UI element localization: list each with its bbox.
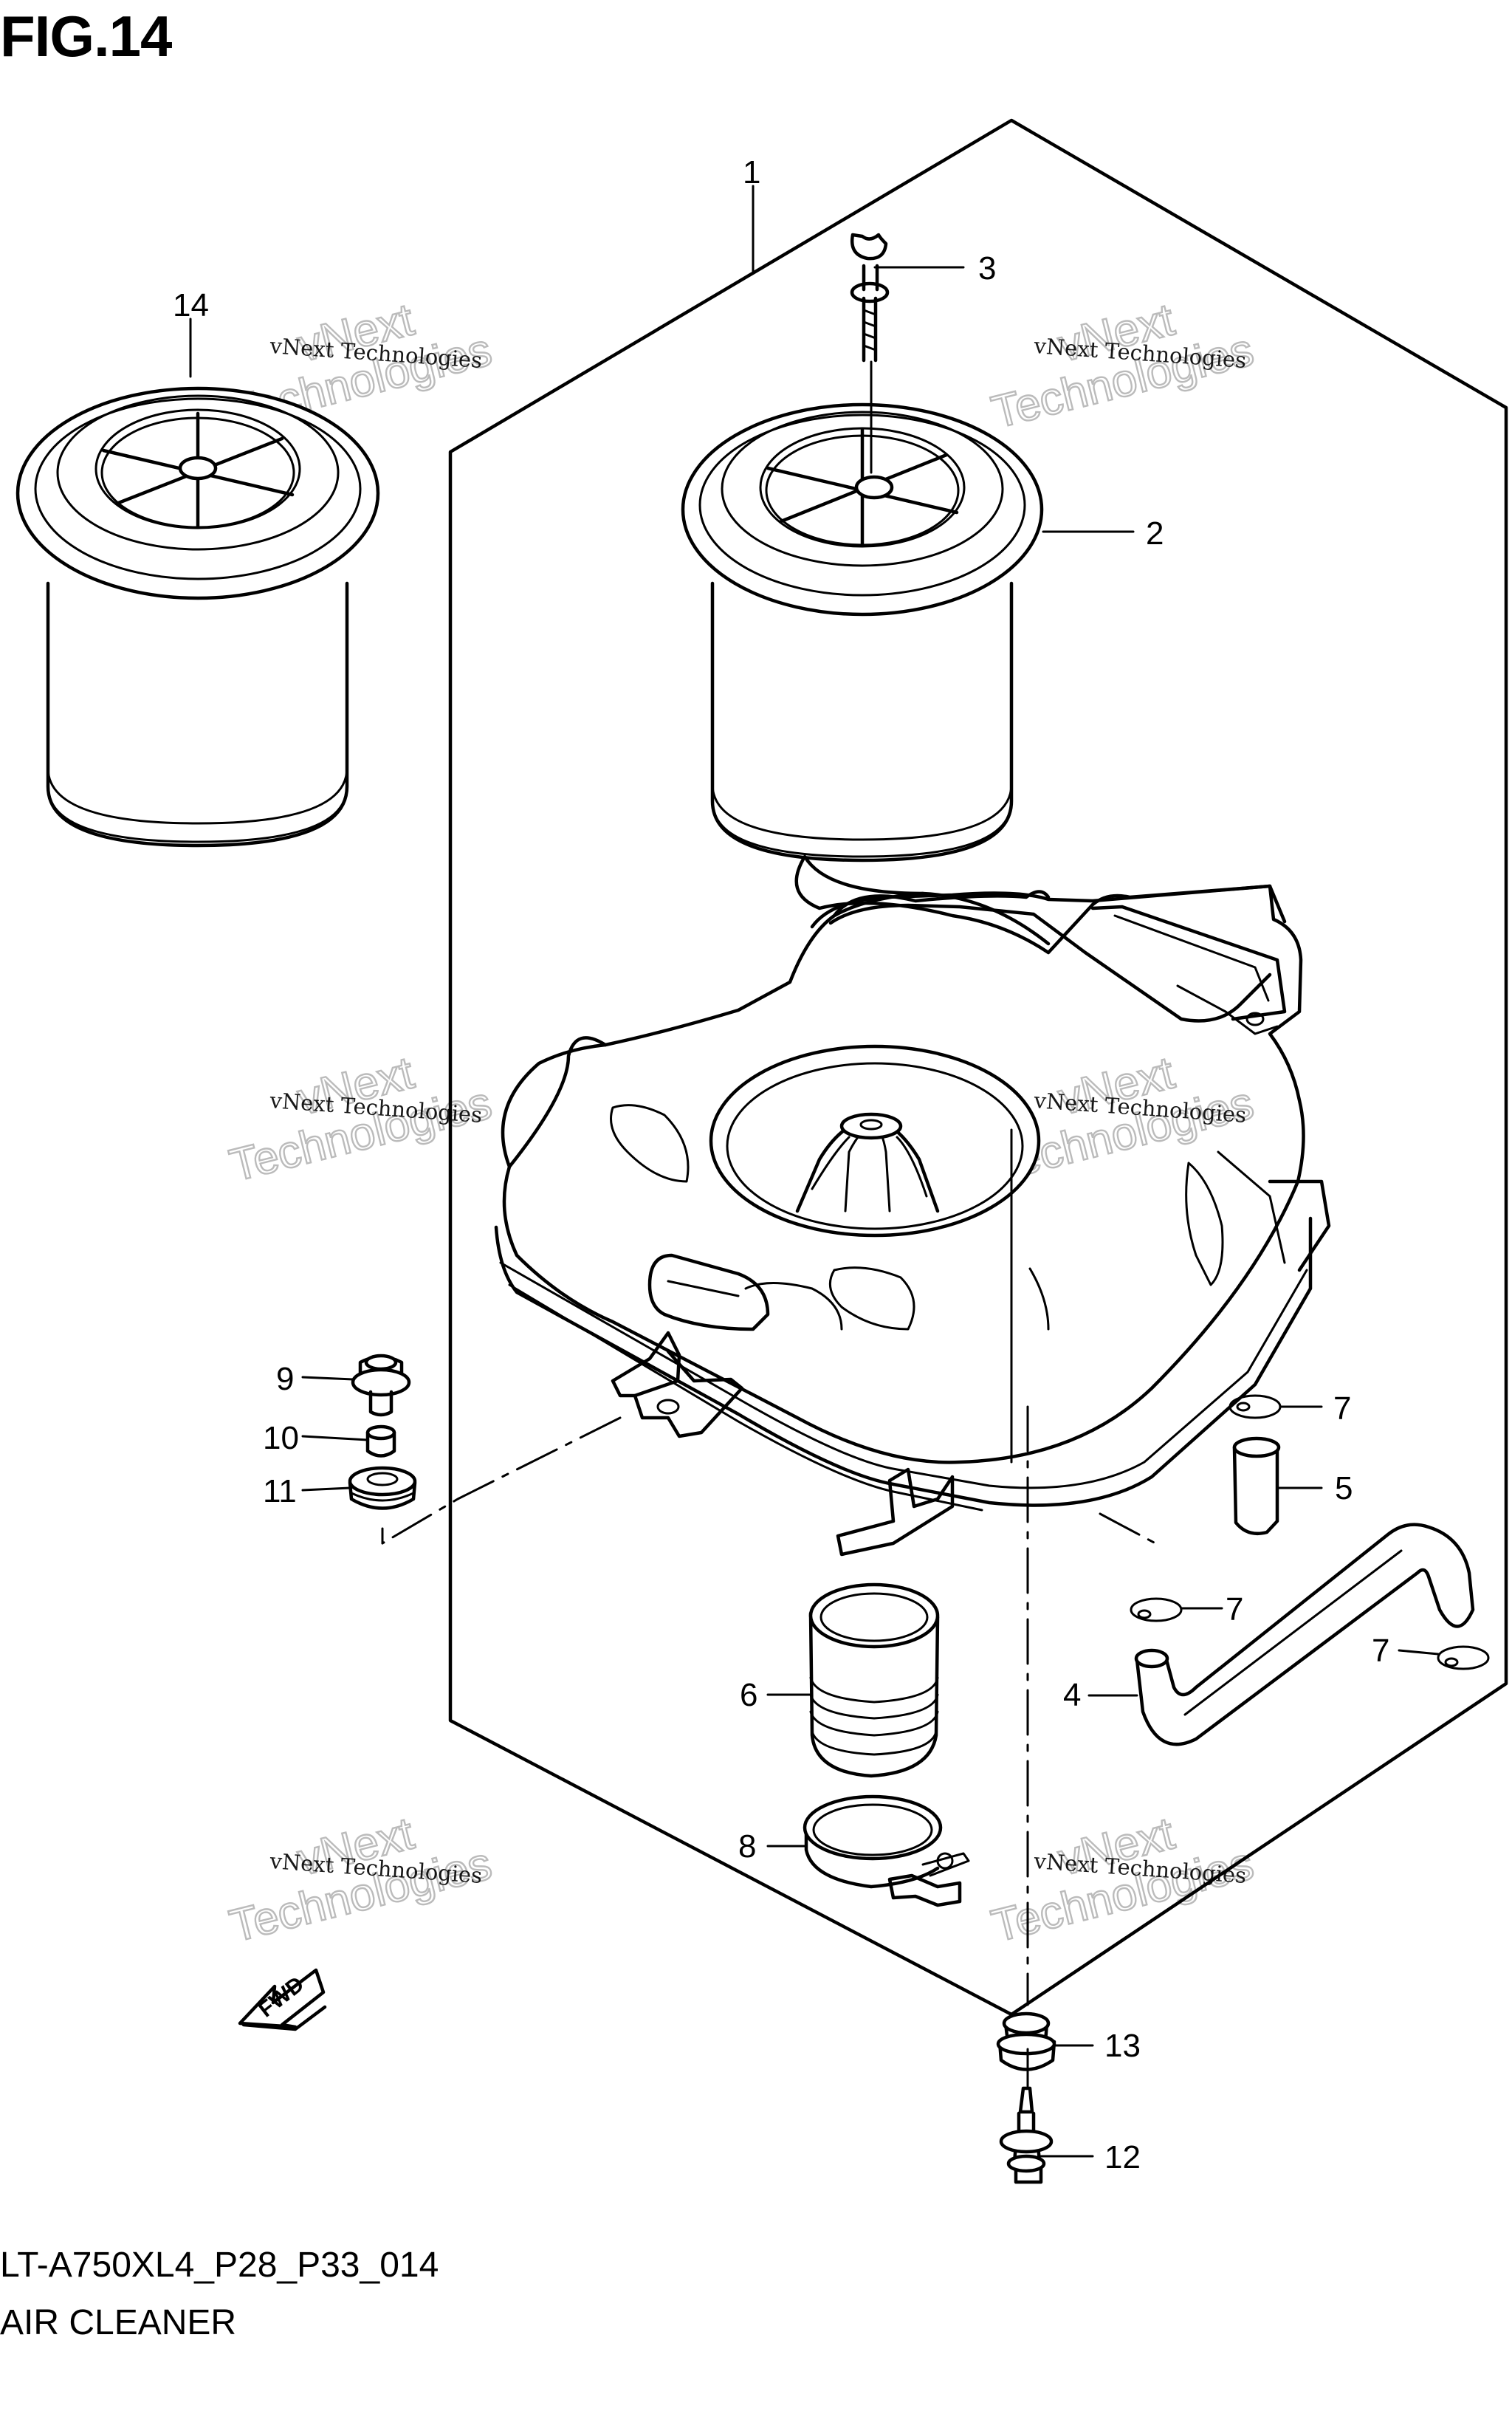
callout-7-b: 7 [1226, 1591, 1243, 1627]
callout-1: 1 [743, 154, 760, 191]
part-12-drain-plug [999, 2086, 1054, 2184]
callout-3: 3 [978, 250, 996, 287]
callout-12: 12 [1104, 2139, 1141, 2175]
callout-8: 8 [738, 1828, 756, 1865]
diagram-code: LT-A750XL4_P28_P33_014 [0, 2246, 439, 2285]
callout-7-c: 7 [1372, 1633, 1389, 1669]
part-11-cushion [348, 1466, 417, 1510]
callout-9: 9 [276, 1361, 294, 1397]
watermark-mid-left: Technologies vNext vNext Technologies [224, 1046, 497, 1193]
part-5-short-hose [1232, 1436, 1281, 1536]
part-7-clamp-b [1130, 1597, 1183, 1622]
part-4-bent-hose [1134, 1523, 1475, 1746]
figure-title: FIG.14 [0, 4, 172, 69]
watermark-top-right: Technologies vNext vNext Technologies [986, 293, 1259, 439]
part-10-collar [365, 1424, 396, 1458]
callouts: 1 3 14 2 9 10 11 7 5 7 7 4 6 8 13 12 [173, 154, 1389, 2175]
assembly-outline [448, 118, 1508, 2017]
part-6-inlet-joint [808, 1582, 940, 1778]
callout-5: 5 [1335, 1470, 1353, 1506]
part-14-filter-element [16, 386, 380, 848]
callout-6: 6 [740, 1677, 757, 1713]
part-13-grommet [996, 2011, 1056, 2071]
part-8-hose-clamp [803, 1794, 970, 1907]
callout-4: 4 [1063, 1677, 1081, 1713]
fwd-arrow: FWD [238, 1968, 327, 2031]
leader-lines [189, 185, 1440, 2158]
callout-13: 13 [1104, 2028, 1141, 2064]
callout-14: 14 [173, 287, 209, 323]
callout-11: 11 [263, 1473, 297, 1509]
part-7-clamp-a [1228, 1394, 1282, 1419]
callout-10: 10 [263, 1420, 299, 1456]
relation-lines [381, 1405, 1157, 2088]
part-7-clamp-c [1437, 1645, 1490, 1670]
callout-2: 2 [1146, 515, 1164, 552]
part-9-bolt [351, 1354, 411, 1417]
part-3-wing-bolt [850, 233, 890, 474]
watermark-bottom-left: Technologies vNext vNext Technologies [224, 1807, 497, 1953]
air-cleaner-case [494, 854, 1331, 1557]
part-2-filter-element [681, 402, 1044, 862]
callout-7-a: 7 [1333, 1390, 1351, 1427]
diagram-name: AIR CLEANER [0, 2303, 237, 2342]
